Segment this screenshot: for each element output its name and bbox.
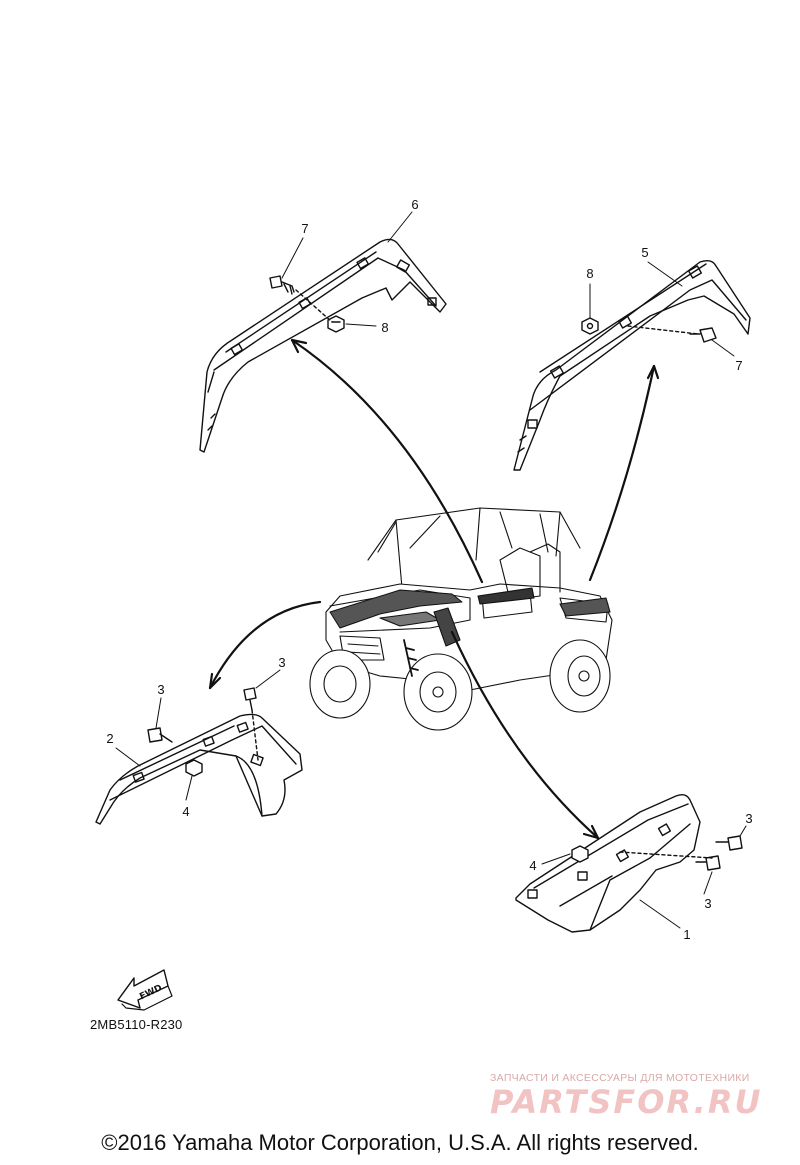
callout-leaders <box>115 211 747 929</box>
nut-part-8-left <box>327 315 345 333</box>
callout-3: 3 <box>745 811 753 826</box>
fender-flare-part-6 <box>199 238 447 453</box>
screw-part-3-a <box>147 727 173 743</box>
callout-7: 7 <box>735 358 743 373</box>
fender-flare-part-2 <box>95 713 303 825</box>
screw-part-3-c <box>715 835 743 851</box>
callout-7: 7 <box>301 221 309 236</box>
callout-6: 6 <box>411 197 419 212</box>
fender-flare-part-5 <box>513 259 751 471</box>
callout-8: 8 <box>381 320 389 335</box>
assembly-line <box>619 851 713 859</box>
assembly-line <box>627 325 699 335</box>
diagram-part-number: 2MB5110-R230 <box>90 1017 183 1032</box>
copyright-notice: ©2016 Yamaha Motor Corporation, U.S.A. A… <box>101 1130 699 1155</box>
callout-3: 3 <box>278 655 286 670</box>
fender-flare-part-1 <box>515 793 701 933</box>
screw-part-7-left <box>269 275 295 295</box>
assembly-line <box>251 709 259 761</box>
nut-part-4-right <box>571 845 589 863</box>
callout-4: 4 <box>182 804 190 819</box>
screw-part-3-d <box>695 855 721 871</box>
callout-8: 8 <box>586 266 594 281</box>
reference-arrows <box>208 338 660 840</box>
nut-part-8-right <box>581 317 599 335</box>
callout-3: 3 <box>157 682 165 697</box>
vehicle-illustration <box>309 507 613 731</box>
screw-part-7-right <box>689 327 717 343</box>
fwd-arrow-icon: FWD <box>117 969 173 1011</box>
callout-5: 5 <box>641 245 649 260</box>
callout-3: 3 <box>704 896 712 911</box>
watermark-tagline: ЗАПЧАСТИ И АКСЕССУАРЫ ДЛЯ МОТОТЕХНИКИ <box>490 1072 750 1084</box>
callout-4: 4 <box>529 858 537 873</box>
screw-part-3-b <box>243 687 257 711</box>
callout-1: 1 <box>683 927 691 942</box>
watermark-logo: PARTSFOR.RU <box>490 1083 763 1121</box>
callout-2: 2 <box>106 731 114 746</box>
nut-part-4-left <box>185 759 203 777</box>
assembly-line <box>295 289 333 323</box>
